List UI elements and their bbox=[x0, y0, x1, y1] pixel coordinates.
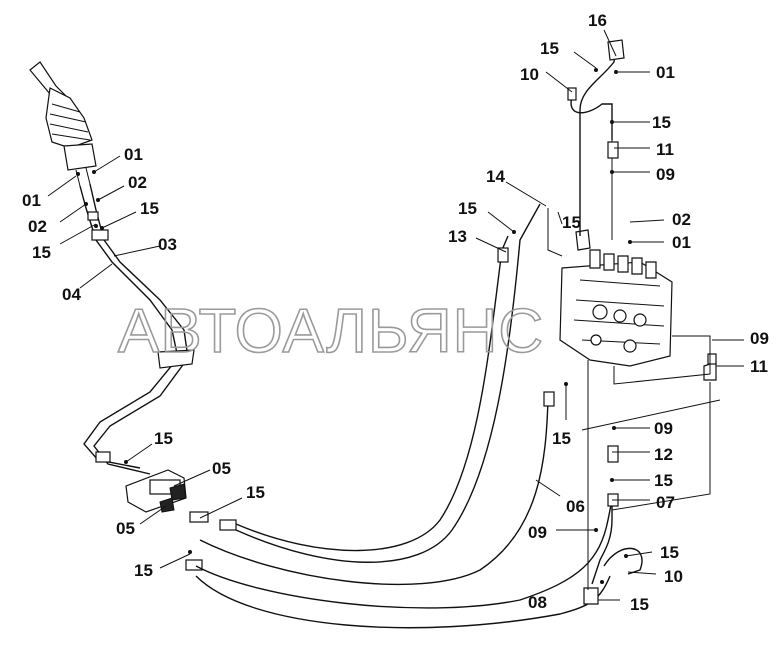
ref-02: 02 bbox=[128, 173, 147, 192]
joystick-hoses bbox=[79, 183, 195, 475]
ref-12: 12 bbox=[654, 445, 673, 464]
leader-lines bbox=[47, 29, 744, 601]
ref-10: 10 bbox=[664, 567, 683, 586]
ref-15: 15 bbox=[246, 483, 265, 502]
reference-numbers: 01 01 02 02 15 15 03 04 15 05 15 05 15 1… bbox=[22, 11, 769, 614]
joystick bbox=[29, 61, 97, 187]
ref-11: 11 bbox=[750, 357, 768, 376]
ref-15: 15 bbox=[140, 199, 159, 218]
ref-15: 15 bbox=[552, 429, 571, 448]
lower-manifold bbox=[125, 469, 237, 571]
ref-01: 01 bbox=[672, 233, 691, 252]
ref-15: 15 bbox=[154, 429, 173, 448]
ref-15: 15 bbox=[630, 595, 649, 614]
ref-14: 14 bbox=[486, 167, 505, 186]
ref-08: 08 bbox=[528, 593, 547, 612]
ref-09: 09 bbox=[528, 523, 547, 542]
ref-07: 07 bbox=[656, 493, 675, 512]
ref-15: 15 bbox=[654, 471, 673, 490]
ref-04: 04 bbox=[62, 285, 81, 304]
ref-01: 01 bbox=[124, 145, 143, 164]
ref-11: 11 bbox=[656, 140, 674, 159]
ref-15: 15 bbox=[458, 199, 477, 218]
ref-09: 09 bbox=[654, 419, 673, 438]
ref-15: 15 bbox=[134, 561, 153, 580]
control-valve-block bbox=[547, 208, 673, 367]
ref-15: 15 bbox=[562, 213, 581, 232]
ref-06: 06 bbox=[566, 497, 585, 516]
watermark: АВТОАЛЬЯНС bbox=[118, 297, 544, 366]
ref-03: 03 bbox=[158, 235, 177, 254]
ref-15: 15 bbox=[32, 243, 51, 262]
main-hoses bbox=[195, 203, 613, 629]
ref-02: 02 bbox=[28, 217, 47, 236]
ref-15: 15 bbox=[540, 39, 559, 58]
ref-01: 01 bbox=[22, 191, 41, 210]
ref-05: 05 bbox=[116, 519, 135, 538]
ref-05: 05 bbox=[212, 459, 231, 478]
ref-13: 13 bbox=[448, 227, 467, 246]
ref-16: 16 bbox=[588, 11, 607, 30]
right-circuit bbox=[567, 39, 721, 605]
ref-15: 15 bbox=[652, 113, 671, 132]
ref-01: 01 bbox=[656, 63, 675, 82]
ref-09: 09 bbox=[750, 329, 769, 348]
ref-02: 02 bbox=[672, 210, 691, 229]
ref-15: 15 bbox=[660, 543, 679, 562]
ref-10: 10 bbox=[520, 65, 539, 84]
ref-09: 09 bbox=[656, 165, 675, 184]
